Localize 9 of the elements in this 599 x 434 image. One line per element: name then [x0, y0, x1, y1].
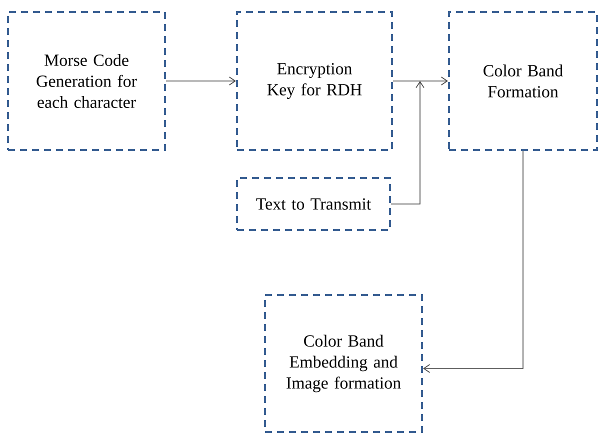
process-box: Text to Transmit [236, 177, 391, 231]
arrow [390, 81, 424, 204]
arrow [423, 150, 524, 373]
arrow [392, 76, 448, 86]
process-box: Encryption Key for RDH [236, 11, 393, 151]
process-box: Morse Code Generation for each character [7, 11, 166, 151]
process-box: Color Band Embedding and Image formation [264, 294, 423, 433]
process-box: Color Band Formation [448, 11, 598, 151]
arrow [166, 76, 236, 86]
